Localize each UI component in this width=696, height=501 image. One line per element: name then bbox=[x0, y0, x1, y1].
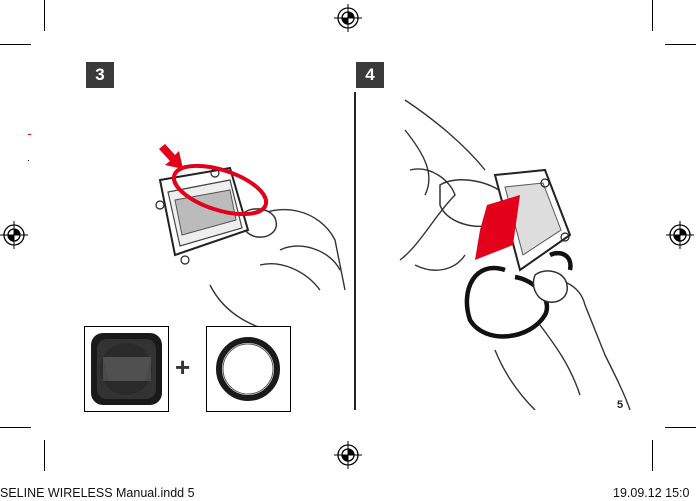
step-4-badge: 4 bbox=[356, 62, 384, 88]
crop-mark bbox=[665, 44, 696, 45]
crop-mark bbox=[0, 427, 31, 428]
crop-mark bbox=[44, 0, 45, 31]
registration-mark-icon bbox=[666, 221, 694, 249]
margin-mark bbox=[28, 134, 31, 135]
crop-mark bbox=[44, 440, 45, 471]
footer-file-info: SELINE WIRELESS Manual.indd 5 bbox=[0, 486, 195, 500]
red-arrow-icon bbox=[157, 143, 187, 173]
margin-mark bbox=[28, 160, 29, 161]
footer-date-time: 19.09.12 15:0 bbox=[613, 486, 689, 500]
step-4-illustration bbox=[395, 95, 635, 410]
mount-thumbnail bbox=[84, 326, 169, 412]
registration-mark-icon bbox=[334, 4, 362, 32]
crop-mark bbox=[652, 0, 653, 31]
page-number: 5 bbox=[617, 399, 623, 411]
column-divider bbox=[354, 92, 356, 410]
registration-mark-icon bbox=[334, 441, 362, 469]
plus-icon: + bbox=[175, 352, 190, 383]
crop-mark bbox=[652, 440, 653, 471]
crop-mark bbox=[0, 44, 31, 45]
o-ring-thumbnail bbox=[206, 326, 291, 412]
step-3-badge: 3 bbox=[86, 62, 114, 88]
registration-mark-icon bbox=[0, 221, 28, 249]
crop-mark bbox=[665, 427, 696, 428]
